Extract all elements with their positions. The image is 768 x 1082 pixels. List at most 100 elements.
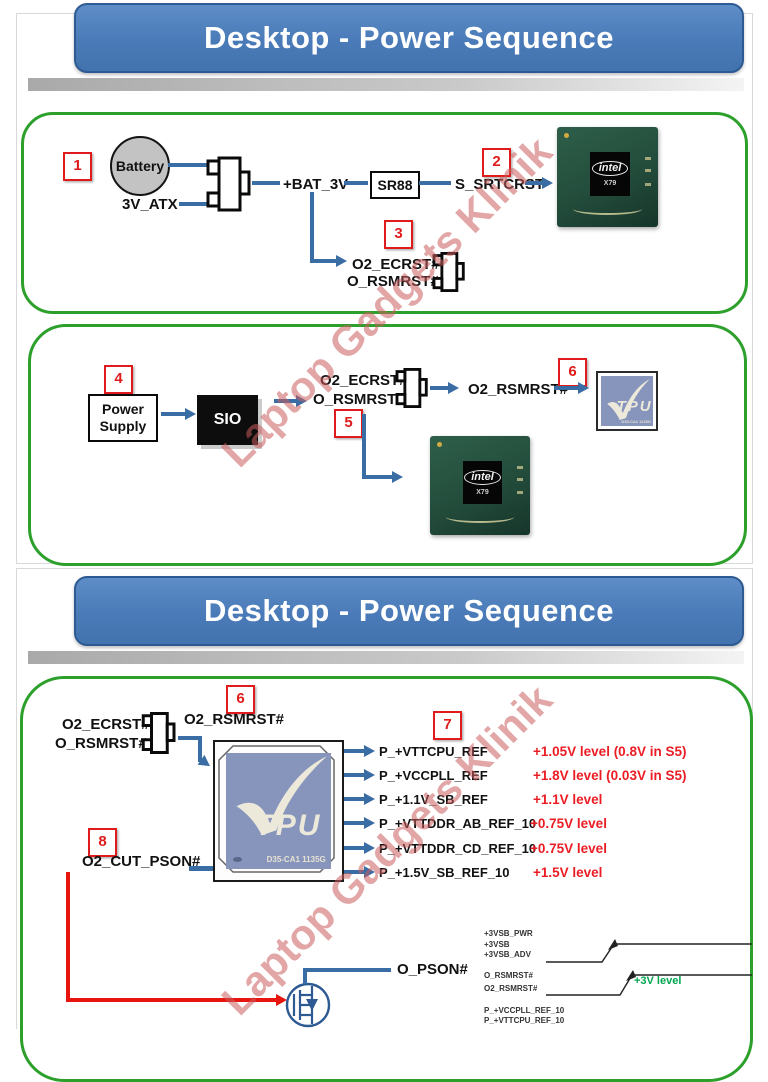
signal-label-o-rsmrst: O_RSMRST# [55, 735, 147, 752]
signal-label-3v-atx: 3V_ATX [122, 196, 178, 213]
tpu-swoosh-icon [236, 756, 327, 836]
arrowhead [578, 382, 589, 394]
step-badge-5: 5 [334, 409, 363, 438]
slide1-diagram-box-bottom [28, 324, 747, 566]
intel-logo: intel [591, 161, 629, 176]
tpu-marking: D35-CA1 1135G [266, 855, 326, 865]
wire [554, 386, 578, 390]
slide1-title-bar: Desktop - Power Sequence [74, 3, 744, 73]
wire [362, 414, 366, 478]
output-level: +0.75V level [530, 841, 607, 856]
chip-pin-mark [644, 183, 651, 186]
page-1 [16, 13, 753, 564]
signal-label-o2-ecrst: O2_ECRST# [352, 256, 440, 273]
wire [525, 181, 542, 185]
power-supply-line1: Power [101, 401, 144, 418]
arrowhead [336, 255, 347, 267]
wire [344, 181, 368, 185]
slide1-title-text: Desktop - Power Sequence [204, 20, 614, 55]
slide1-diagram-box-top [21, 112, 748, 314]
timing-label: P_+VCCPLL_REF_10 [484, 1006, 565, 1015]
power-supply-box: Power Supply [88, 394, 158, 442]
tpu-octagon-frame [218, 745, 335, 873]
wire [344, 846, 364, 850]
tpu-marking: D35-CA1 1135G [621, 419, 651, 424]
wire [303, 968, 391, 972]
output-level: +1.05V level (0.8V in S5) [533, 744, 687, 759]
wire [362, 475, 392, 479]
wire [161, 412, 185, 416]
output-level: +1.1V level [533, 792, 603, 807]
red-wire [66, 872, 70, 1002]
chip-arc-mark [573, 203, 642, 215]
wire [344, 749, 364, 753]
wire [310, 259, 336, 263]
document-canvas: { "watermark": "Laptop Gadgets Klinik", … [16, 3, 753, 1082]
signal-label-o2-rsmrst: O2_RSMRST# [468, 381, 569, 398]
arrowhead [364, 817, 375, 829]
signal-label-o-rsmrst: O_RSMRST# [313, 391, 405, 408]
chip-dot-mark [233, 857, 243, 863]
wire [198, 736, 202, 762]
signal-label-bat-3v: +BAT_3V [283, 176, 349, 193]
step-badge-8: 8 [88, 828, 117, 857]
wire [344, 870, 364, 874]
sr88-label: SR88 [377, 177, 413, 193]
arrowhead [185, 408, 196, 420]
timing-label: O_RSMRST# [484, 971, 533, 980]
output-signal: P_+VTTDDR_CD_REF_10 [379, 841, 537, 856]
pin1-dot [564, 133, 570, 138]
red-arrowhead [276, 994, 287, 1006]
signal-label-o-rsmrst: O_RSMRST# [347, 273, 439, 290]
timing-label: O2_RSMRST# [484, 984, 538, 993]
intel-chip: intel X79 [430, 436, 530, 535]
sio-chip: SIO [197, 395, 258, 445]
wire [274, 399, 296, 403]
timing-level-label: +3V level [634, 975, 682, 987]
wire [310, 192, 314, 262]
output-signal: P_+VCCPLL_REF [379, 768, 488, 783]
slide1-divider-bar [28, 78, 744, 91]
wire [430, 386, 448, 390]
timing-label: +3VSB_ADV [484, 950, 531, 959]
step-badge-2: 2 [482, 148, 511, 177]
arrowhead [364, 866, 375, 878]
output-signal: P_+VTTCPU_REF [379, 744, 488, 759]
wire [344, 797, 364, 801]
arrowhead [296, 395, 307, 407]
output-signal: P_+VTTDDR_AB_REF_10 [379, 816, 537, 831]
waveform-diagram [546, 939, 752, 996]
signal-label-o2-cut-pson: O2_CUT_PSON# [82, 853, 201, 870]
arrowhead [392, 471, 403, 483]
wire [178, 736, 202, 740]
arrowhead [364, 745, 375, 757]
mosfet-icon [285, 982, 331, 1028]
timing-label: P_+VTTCPU_REF_10 [484, 1016, 565, 1025]
chip-pin-mark [517, 465, 523, 469]
wire [344, 821, 364, 825]
timing-label: +3VSB [484, 940, 510, 949]
connector-plug-icon [395, 368, 428, 408]
arrowhead [364, 769, 375, 781]
signal-label-o2-ecrst: O2_ECRST# [320, 372, 408, 389]
wire [179, 202, 207, 206]
intel-die: intel X79 [463, 460, 502, 505]
tpu-chip: TPU D35-CA1 1135G [596, 371, 658, 431]
wire [252, 181, 280, 185]
chip-pin-mark [644, 157, 651, 160]
slide2-title-text: Desktop - Power Sequence [204, 593, 614, 628]
tpu-die: TPU D35-CA1 1135G [601, 376, 653, 426]
arrowhead [364, 842, 375, 854]
pin1-dot [437, 441, 442, 447]
wire [189, 866, 213, 871]
intel-chip: intel X79 [557, 127, 658, 227]
tpu-chip: TPU D35-CA1 1135G [213, 740, 344, 882]
tpu-die: TPU D35-CA1 1135G [226, 753, 331, 869]
intel-model-label: X79 [603, 180, 617, 187]
sr88-box: SR88 [370, 171, 420, 199]
chip-pin-mark [644, 169, 651, 172]
wire [344, 773, 364, 777]
tpu-swoosh-icon [607, 379, 650, 420]
sio-label: SIO [213, 411, 242, 428]
wire [303, 970, 307, 984]
